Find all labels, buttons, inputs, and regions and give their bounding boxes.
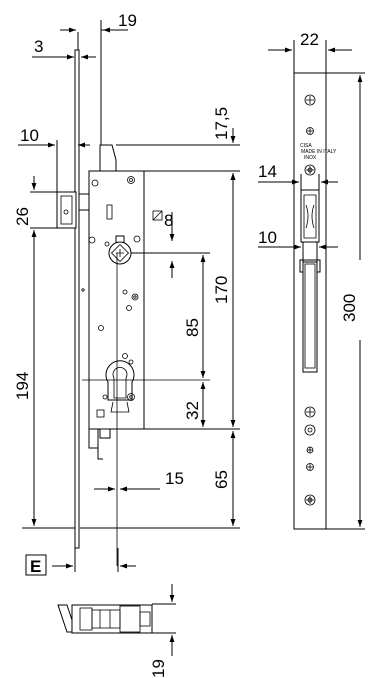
dim-17-5: 17,5 (212, 107, 231, 140)
latch-opening (300, 189, 320, 243)
faceplate-front-view: CISA MADE IN ITALY INOX (293, 72, 337, 530)
faceplate-text-1: MADE IN ITALY (301, 149, 337, 155)
dim-15: 15 (165, 469, 184, 488)
faceplate-side (74, 49, 80, 549)
dim-170: 170 (212, 276, 231, 304)
dimension-lines-left (18, 20, 240, 576)
dim-300: 300 (340, 294, 359, 322)
latch-top-view: 19 (57, 584, 176, 678)
dim-8: 8 (164, 211, 173, 230)
dim-14: 14 (258, 162, 277, 181)
lock-side-view (56, 49, 210, 566)
dim-194: 194 (13, 372, 32, 400)
e-box-label: E (30, 557, 41, 576)
dim-26: 26 (13, 207, 32, 226)
e-dimension-box (25, 554, 47, 576)
faceplate-text-2: INOX (304, 155, 317, 161)
dim-85: 85 (183, 318, 202, 337)
dim-10-right: 10 (258, 228, 277, 247)
dim-19-top: 19 (118, 11, 137, 30)
faceplate-brand: CISA (300, 143, 312, 149)
dimension-labels-left: 19 3 10 26 194 17,5 8 170 85 32 65 15 E (13, 11, 231, 576)
dim-22: 22 (300, 30, 319, 49)
dim-32: 32 (183, 401, 202, 420)
deadbolt-opening (302, 261, 318, 373)
dim-65: 65 (212, 470, 231, 489)
dimension-labels-right: 22 14 10 300 (258, 30, 359, 322)
dim-3: 3 (34, 37, 43, 56)
dim-19-bottom: 19 (149, 659, 168, 678)
dim-10-left: 10 (20, 126, 39, 145)
dimension-lines-right (258, 40, 365, 530)
